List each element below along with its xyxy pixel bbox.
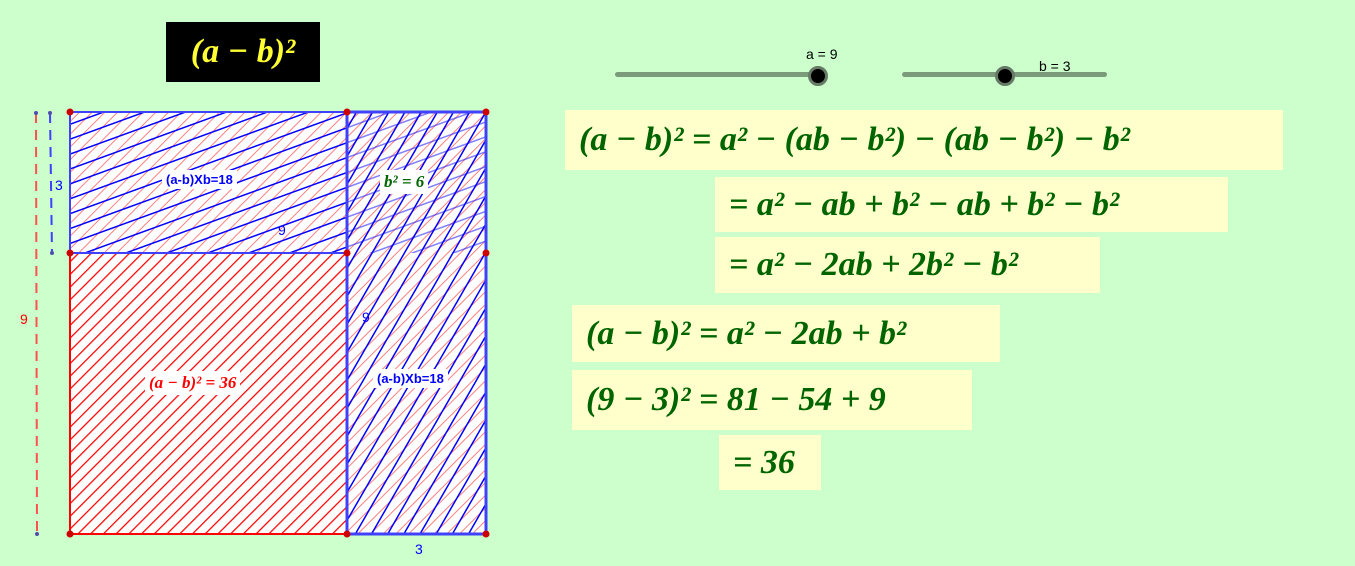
vertex-points[interactable] [66,108,490,538]
right-rect-label: (a-b)Xb=18 [373,369,448,388]
dim-label-top-9: 9 [278,222,286,238]
small-square-label: b² = 6 [380,170,429,194]
equation-5: (9 − 3)² = 81 − 54 + 9 [572,370,972,430]
dim-label-right-9: 9 [362,309,370,325]
title: (a − b)² [190,33,296,70]
big-square-label: (a − b)² = 36 [145,371,241,395]
dim-label-bottom-3: 3 [415,541,423,557]
dim-label-left-3: 3 [55,177,63,193]
slider-a-label: a = 9 [806,46,838,62]
geometry-diagram: 9 3 9 9 3 [20,108,490,557]
dimension-line-3 [49,112,53,254]
slider-b-knob[interactable] [995,66,1015,86]
slider-a-track[interactable] [615,72,820,77]
dim-label-left-9: 9 [20,311,28,327]
slider-a-knob[interactable] [808,66,828,86]
dimension-line-9 [35,112,38,535]
equation-1: (a − b)² = a² − (ab − b²) − (ab − b²) − … [565,110,1283,170]
title-box: (a − b)² [166,22,320,82]
equation-2: = a² − ab + b² − ab + b² − b² [715,177,1228,232]
top-rect-label: (a-b)Xb=18 [162,170,237,189]
equation-3: = a² − 2ab + 2b² − b² [715,237,1100,293]
equation-4: (a − b)² = a² − 2ab + b² [572,305,1000,362]
equation-6: = 36 [719,435,821,490]
slider-b-label: b = 3 [1039,58,1071,74]
